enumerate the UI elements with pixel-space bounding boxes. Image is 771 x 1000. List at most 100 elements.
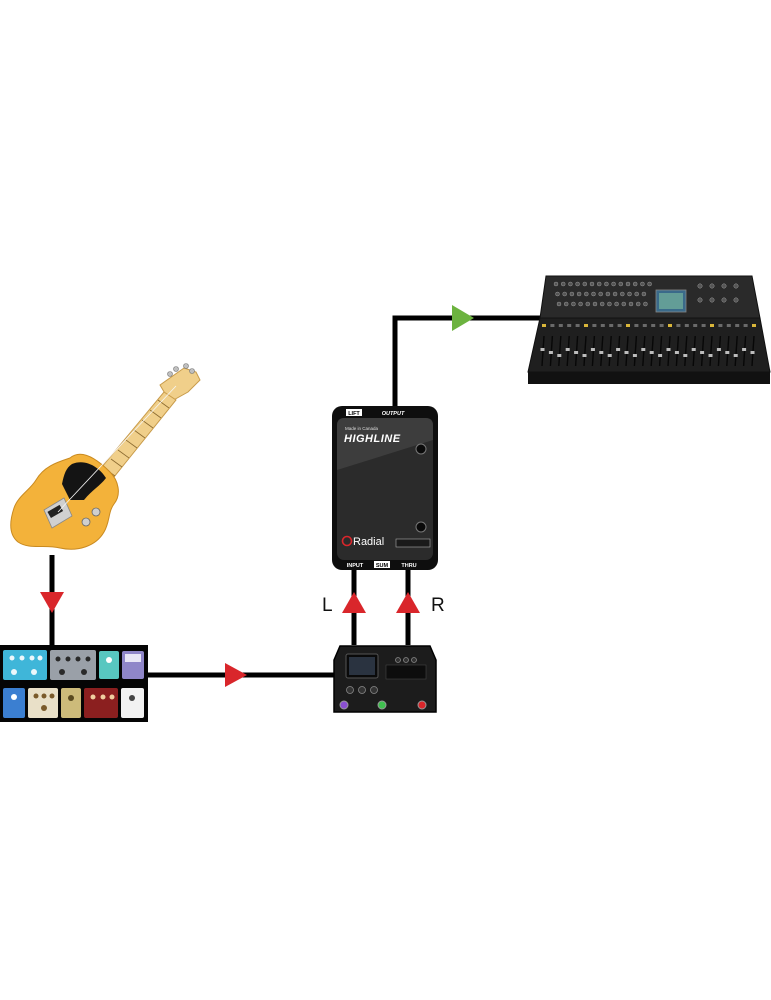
mixer-channel-button	[651, 324, 656, 327]
mixer-channel-button	[609, 324, 614, 327]
mixer-knob	[640, 281, 645, 287]
mixer-knob	[553, 281, 559, 287]
di-box-highlight	[337, 418, 433, 470]
electric-guitar-icon	[10, 363, 201, 550]
di-brand: Radial	[353, 536, 384, 548]
mixer-knob	[733, 283, 739, 289]
di-level-knob	[415, 521, 427, 533]
mixer-fader-cap	[750, 351, 755, 354]
arrow-down-guitar	[40, 592, 64, 613]
di-badge	[395, 538, 431, 548]
mixer-fader-cap	[557, 354, 562, 357]
di-jack-lift: LIFT	[348, 411, 360, 417]
mixer-knob	[578, 301, 583, 307]
mixer-knob	[599, 301, 605, 307]
mixer-knob	[562, 291, 567, 297]
mixer-knob	[618, 281, 624, 287]
mixer-channel-button	[684, 324, 689, 327]
mixer-fader-cap	[607, 354, 612, 357]
arrow-right-pedalboard	[225, 663, 247, 687]
mixer-fader-cap	[548, 351, 553, 354]
mixer-knob	[611, 281, 616, 287]
label-right: R	[431, 595, 445, 616]
mixer-fader-cap	[574, 351, 579, 354]
radial-logo-icon	[341, 535, 353, 547]
di-jack-output: OUTPUT	[382, 411, 405, 417]
arrow-up-right	[396, 592, 420, 613]
di-box-icon: LIFT OUTPUT Made in Canada HIGHLINE Radi…	[332, 406, 438, 570]
mixer-fader-cap	[716, 348, 721, 351]
arrow-up-left	[342, 592, 366, 613]
mixer-fader-cap	[666, 348, 671, 351]
mixer-knob	[589, 281, 595, 287]
di-sum-label-bg	[374, 561, 390, 568]
mixer-fader-cap	[700, 351, 705, 354]
mixer-knob	[721, 297, 727, 303]
mixer-fader-strip	[540, 324, 756, 367]
mixer-knob	[607, 301, 612, 307]
mixer-fader-slot	[608, 335, 612, 367]
mixer-channel-button	[550, 324, 555, 327]
multifx-footswitches	[339, 700, 427, 710]
guitar-tuners	[167, 363, 195, 377]
mixer-knob	[592, 301, 598, 307]
mixer-lower-panel	[527, 317, 771, 373]
mixer-knob	[634, 291, 639, 297]
pedal-white-1	[121, 688, 144, 718]
mixer-knob	[614, 301, 619, 307]
guitar-pickup	[47, 504, 64, 518]
mixer-knob	[568, 281, 573, 287]
mixer-knob	[697, 283, 703, 289]
mixer-channel-button	[600, 324, 605, 327]
pedal-red-1-knobs	[90, 694, 115, 700]
mixer-fader-cap	[624, 351, 629, 354]
guitar-strings	[57, 385, 177, 513]
mixer-fader-cap	[674, 351, 679, 354]
mixer-channel-button	[642, 324, 647, 327]
mixer-knob	[721, 283, 727, 289]
mixer-fader-cap	[649, 351, 654, 354]
pedal-cream-1-knobs	[33, 693, 55, 711]
mixer-channel-button	[592, 324, 597, 327]
mixer-channel-button	[584, 324, 588, 327]
mixer-fader-slot	[583, 335, 587, 367]
mixer-channel-button	[659, 324, 664, 327]
mixer-fader-cap	[725, 351, 730, 354]
mixer-knob	[647, 281, 652, 287]
mixer-knob	[604, 281, 609, 287]
mixer-knob	[697, 297, 703, 303]
pedal-blue-2-knob	[11, 694, 17, 700]
mixer-channel-button	[567, 324, 572, 327]
mixer-knob-rows	[553, 281, 739, 307]
di-box-face	[337, 418, 433, 560]
pedal-blue-1-knobs	[9, 655, 43, 675]
label-left: L	[322, 595, 333, 616]
mixer-channel-button	[701, 324, 706, 327]
mixer-knob	[584, 291, 589, 297]
mixer-fader-slot	[558, 335, 562, 367]
mixer-channel-button	[693, 324, 698, 327]
mixer-knob	[620, 291, 625, 297]
mixer-channel-button	[634, 324, 639, 327]
mixer-knob	[641, 291, 647, 297]
pedal-grey-1-knobs	[55, 656, 91, 675]
mixer-channel-button	[575, 324, 580, 327]
mixer-channel-button	[676, 324, 681, 327]
pedal-teal-1	[99, 651, 119, 679]
mixer-screen-glass	[659, 293, 683, 309]
pedal-grey-1	[50, 650, 96, 680]
mixer-channel-button	[710, 324, 714, 327]
mixer-knob	[563, 301, 569, 307]
mixer-channel-button	[743, 324, 748, 327]
mixer-knob	[598, 291, 603, 297]
di-model-name: HIGHLINE	[344, 433, 401, 445]
pedalboard-icon	[0, 645, 148, 722]
mixer-fader-cap	[742, 348, 747, 351]
mixer-fader-cap	[599, 351, 604, 354]
mixer-fader-cap	[691, 348, 696, 351]
pedal-red-1	[84, 688, 118, 718]
multifx-knobs	[346, 657, 417, 694]
mixer-fader-slot	[709, 335, 713, 367]
mixer-knob	[605, 291, 611, 297]
mixing-console-icon	[527, 275, 771, 384]
